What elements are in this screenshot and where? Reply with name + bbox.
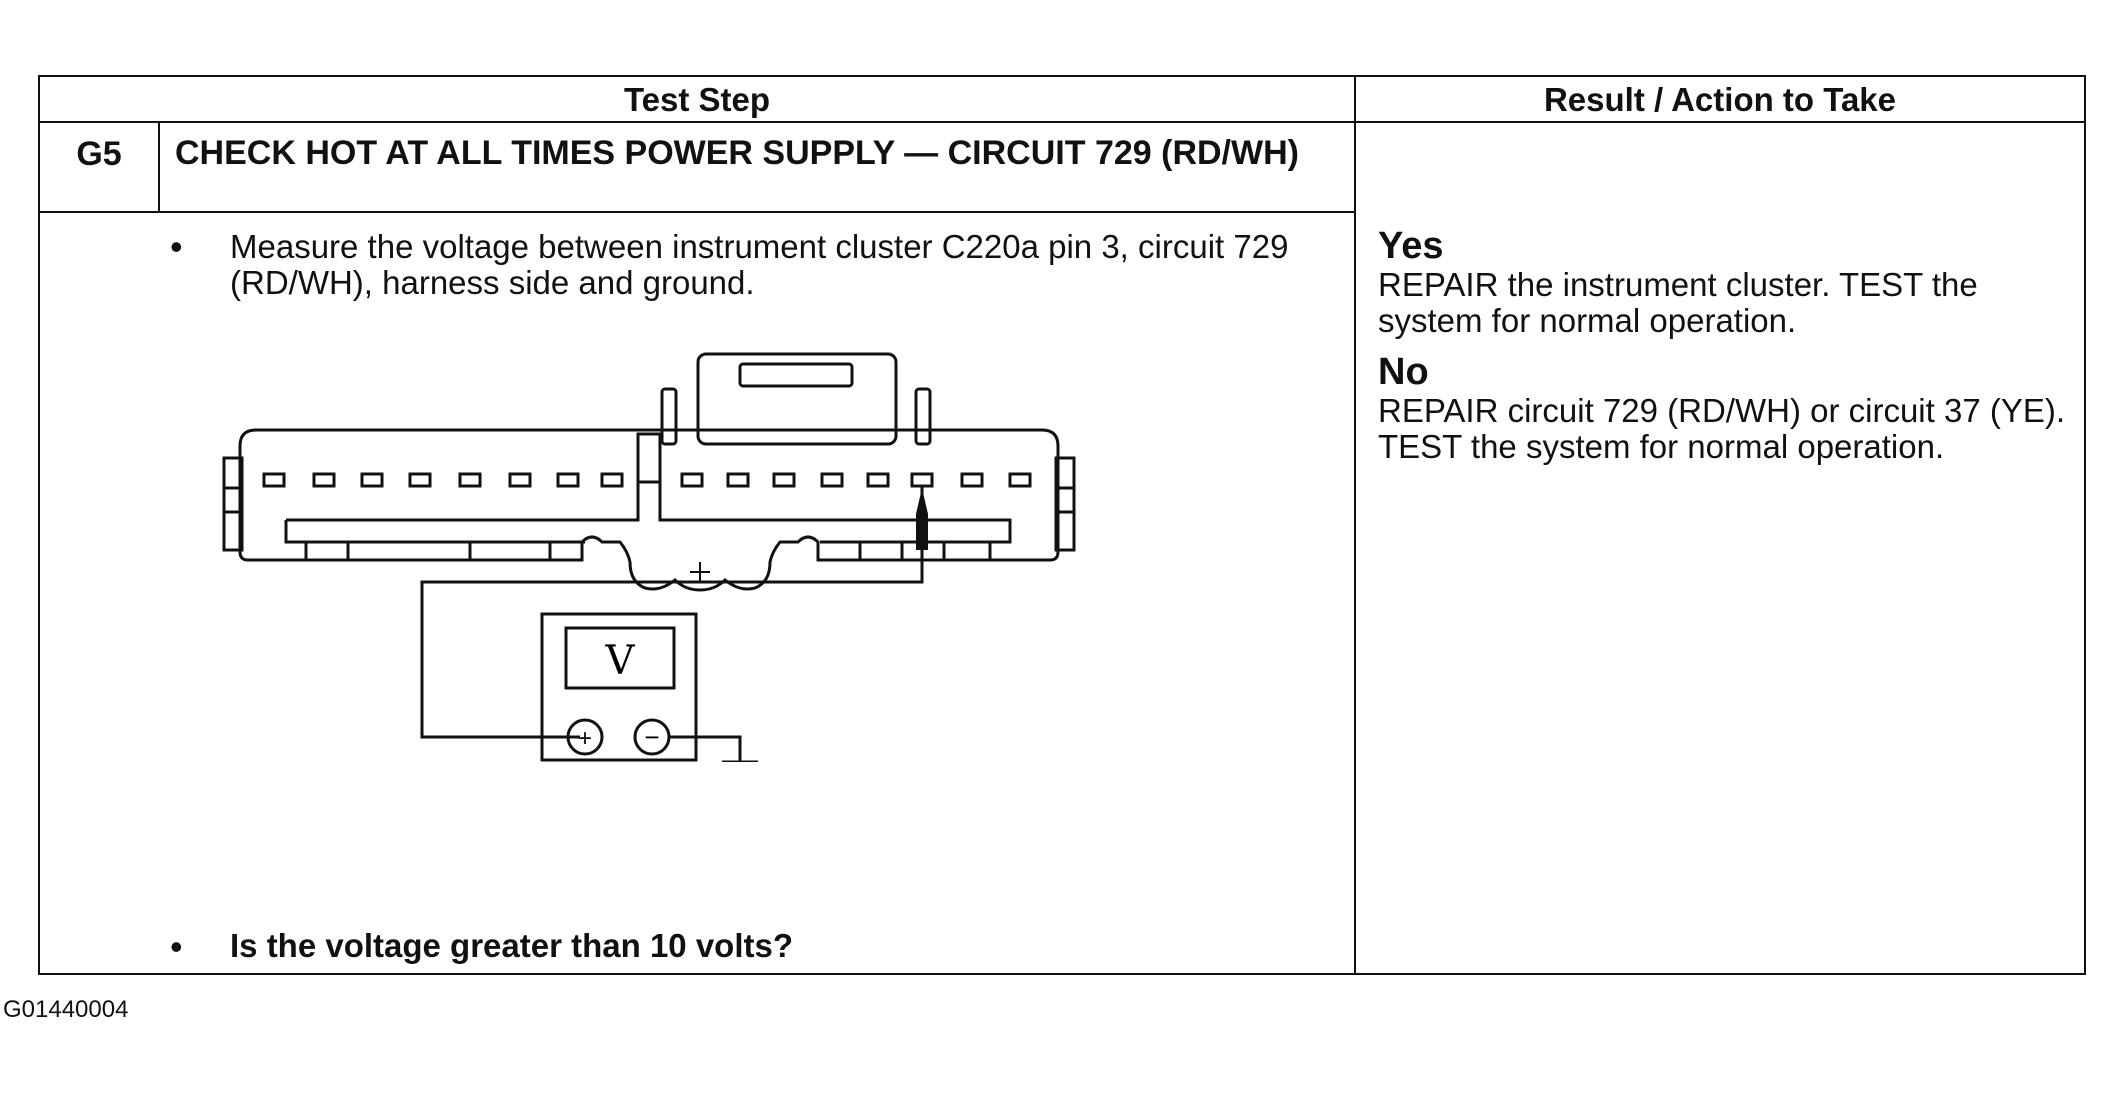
header-divider bbox=[40, 121, 2084, 123]
plus-terminal bbox=[566, 718, 604, 756]
step-id-divider bbox=[158, 121, 160, 211]
result-no-heading: No bbox=[1378, 351, 1429, 393]
instruction-bullet: • bbox=[170, 226, 183, 267]
step-title: CHECK HOT AT ALL TIMES POWER SUPPLY — CI… bbox=[175, 134, 1299, 172]
question-text: Is the voltage greater than 10 volts? bbox=[230, 927, 793, 964]
voltmeter bbox=[540, 612, 698, 762]
test-step-table: Test Step Result / Action to Take G5 CHE… bbox=[38, 75, 2086, 975]
meter-label: V bbox=[605, 638, 636, 684]
column-divider bbox=[1354, 77, 1356, 973]
probe bbox=[916, 488, 928, 550]
voltmeter-display bbox=[564, 626, 676, 690]
plus-symbol: + bbox=[578, 725, 592, 752]
header-test-step: Test Step bbox=[623, 81, 771, 118]
connector-latch bbox=[696, 352, 898, 446]
instruction-text: Measure the voltage between instrument c… bbox=[230, 228, 1289, 301]
positive-test-lead bbox=[420, 486, 924, 739]
step-title-divider bbox=[40, 211, 1356, 213]
question-bullet: • bbox=[170, 926, 183, 967]
figure-id: G01440004 bbox=[3, 996, 129, 1023]
header-result-action: Result / Action to Take bbox=[1543, 81, 1897, 118]
step-id: G5 bbox=[76, 135, 122, 173]
minus-symbol: − bbox=[644, 722, 659, 752]
pin-3 bbox=[910, 472, 934, 488]
ground-lead bbox=[669, 735, 742, 762]
result-yes-heading: Yes bbox=[1378, 225, 1444, 267]
connector-voltmeter-diagram: V + − bbox=[222, 352, 1076, 762]
result-no-text: REPAIR circuit 729 (RD/WH) or circuit 37… bbox=[1378, 392, 2066, 465]
result-yes-text: REPAIR the instrument cluster. TEST the … bbox=[1378, 266, 1978, 339]
connector-body bbox=[238, 428, 1060, 592]
